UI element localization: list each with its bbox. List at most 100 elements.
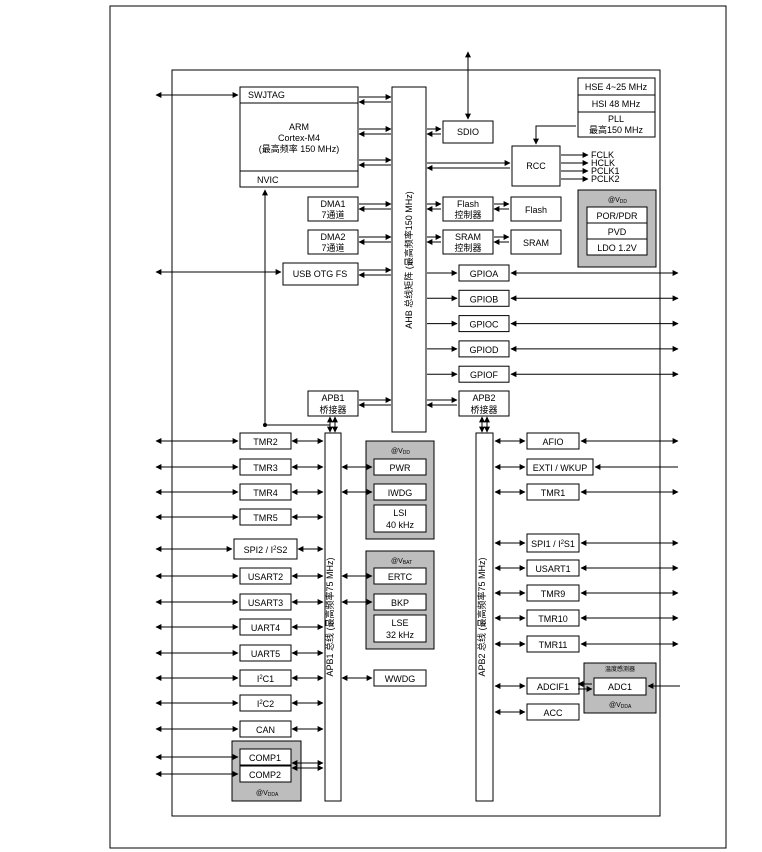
- tmr1-box: [526, 483, 580, 501]
- cpu-freq-label: (最高频率 150 MHz): [259, 143, 340, 154]
- apb2-bridge-sub: 桥接器: [470, 404, 497, 415]
- bkp-box: [373, 593, 427, 611]
- wwdg-box: [373, 669, 427, 687]
- cortex-label: Cortex-M4: [278, 133, 320, 143]
- hse-label: HSE 4~25 MHz: [585, 82, 648, 92]
- spi1-i2s1-box: [526, 533, 580, 553]
- acc-label: ACC: [543, 708, 563, 718]
- tmr3-label: TMR3: [253, 463, 278, 473]
- usart2-box: [239, 567, 292, 585]
- dma-ahb-links: [358, 201, 392, 245]
- comp2-label: COMP2: [249, 770, 281, 780]
- usart3-label: USART3: [248, 598, 283, 608]
- usart2-label: USART2: [248, 572, 283, 582]
- tmr4-label: TMR4: [253, 488, 278, 498]
- comp2-box: [239, 765, 292, 783]
- adc1-label: ADC1: [608, 682, 632, 692]
- adc1-box: [593, 677, 647, 696]
- flash-box: [510, 196, 562, 222]
- swjtag-label: SWJTAG: [248, 90, 285, 100]
- uart5-box: [239, 644, 292, 662]
- hsi-label: HSI 48 MHz: [592, 99, 641, 109]
- usart3-box: [239, 593, 292, 611]
- rcc-box: [511, 145, 561, 187]
- wwdg-label: WWDG: [385, 674, 416, 684]
- pvd-label: PVD: [608, 227, 627, 237]
- sdio-label: SDIO: [457, 127, 479, 137]
- i2c2-label: I2C2: [257, 699, 274, 709]
- tmr1-label: TMR1: [541, 488, 566, 498]
- pwr-label: PWR: [390, 463, 411, 473]
- tmr3-box: [239, 458, 292, 476]
- apb1-bus: [324, 432, 342, 802]
- pclk1-label: PCLK1: [591, 166, 620, 176]
- lsi-freq: 40 kHz: [386, 520, 415, 530]
- ahb-label: AHB 总线矩阵 (最高频率150 MHz): [403, 191, 414, 329]
- lse-freq: 32 kHz: [386, 630, 415, 640]
- exti-wkup-label: EXTI / WKUP: [533, 463, 588, 473]
- tmr5-box: [239, 508, 292, 526]
- tmr10-label: TMR10: [538, 614, 568, 624]
- dma1-box: [307, 196, 359, 222]
- sram-label: SRAM: [523, 238, 549, 248]
- temp-sensor-label: 温度感测器: [605, 665, 635, 673]
- page-frame: [109, 5, 727, 849]
- rcc-label: RCC: [526, 161, 546, 171]
- gpiod-box: [458, 340, 510, 358]
- uart4-label: UART4: [251, 623, 280, 633]
- tmr2-box: [239, 432, 292, 450]
- dma1-label: DMA1: [320, 199, 345, 209]
- sdio-box: [442, 120, 494, 144]
- gpiob-label: GPIOB: [470, 294, 499, 304]
- flash-controller-box: [442, 196, 494, 222]
- hclk-label: HCLK: [591, 158, 615, 168]
- gpioa-box: [458, 264, 510, 282]
- comp-supply-label: @VDDA: [256, 790, 279, 798]
- gpioc-label: GPIOC: [469, 320, 499, 330]
- vbat-group-label: @VBAT: [391, 558, 412, 566]
- tmr11-box: [526, 635, 580, 653]
- uart4-box: [239, 618, 292, 636]
- apb2-bus: [475, 432, 494, 802]
- adc-supply-label: @VDDA: [609, 702, 632, 710]
- pwr-box: [373, 458, 427, 476]
- afio-box: [526, 432, 580, 450]
- arm-label: ARM: [289, 122, 309, 132]
- spi2-i2s2-box: [233, 538, 298, 560]
- vdd-group2-label: @VDD: [391, 448, 410, 456]
- spi2-i2s2-label: SPI2 / I2S2: [244, 545, 288, 555]
- apb1-bridge-sub: 桥接器: [319, 404, 346, 415]
- vdd-group-label: @VDD: [608, 197, 627, 205]
- usb-otg-label: USB OTG FS: [293, 269, 348, 279]
- afio-label: AFIO: [542, 437, 563, 447]
- tmr9-box: [526, 584, 580, 602]
- flash-ctrl-label: Flash: [457, 199, 479, 209]
- apb1-bridge-label: APB1: [321, 393, 344, 403]
- dma2-channels: 7通道: [321, 242, 344, 253]
- i2c2-box: [239, 694, 292, 712]
- ldo-box: [586, 238, 648, 256]
- i2c1-label: I2C1: [257, 674, 274, 684]
- can-box: [239, 720, 292, 738]
- lse-label: LSE: [391, 618, 408, 628]
- gpioa-label: GPIOA: [470, 269, 499, 279]
- gpioc-box: [458, 315, 510, 333]
- apb2-label: APB2 总线 (最高频率75 MHz): [476, 557, 487, 676]
- ldo-label: LDO 1.2V: [597, 243, 637, 253]
- can-label: CAN: [256, 725, 275, 735]
- usart1-label: USART1: [535, 564, 570, 574]
- gpiod-label: GPIOD: [469, 345, 499, 355]
- comp1-box: [239, 748, 292, 766]
- adcif1-label: ADCIF1: [537, 682, 569, 692]
- sram-controller-box: [442, 229, 494, 255]
- tmr11-label: TMR11: [539, 640, 568, 650]
- cpu-ahb-links: [358, 94, 392, 168]
- pll-freq-label: 最高150 MHz: [589, 124, 644, 135]
- sram-ctrl-label: SRAM: [455, 232, 481, 242]
- gpiob-box: [458, 289, 510, 307]
- pll-label: PLL: [608, 114, 624, 124]
- tmr5-label: TMR5: [253, 513, 278, 523]
- tmr9-label: TMR9: [541, 589, 566, 599]
- i2c1-box: [239, 669, 292, 687]
- nvic-label: NVIC: [257, 175, 279, 185]
